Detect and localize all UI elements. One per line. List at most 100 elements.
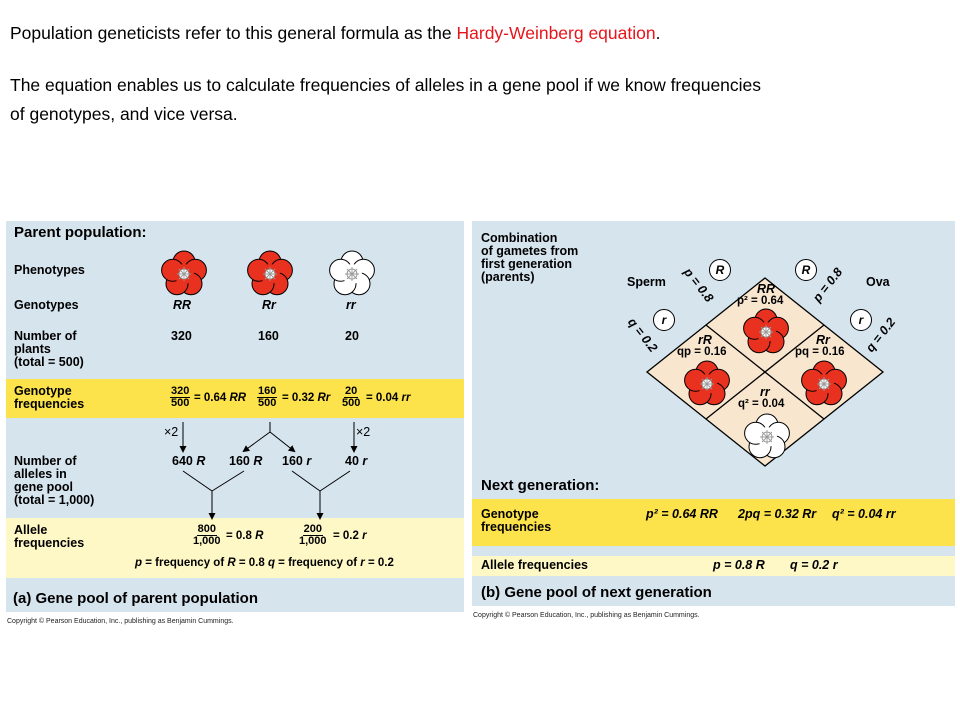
freq-expression: p = 0.8 bbox=[713, 558, 756, 572]
arrow-right-branch bbox=[269, 431, 296, 453]
result-value: = 0.64 bbox=[194, 392, 230, 404]
q-value: = 0.2 bbox=[364, 557, 394, 569]
red-flower-icon bbox=[743, 308, 789, 354]
allele-number: 160 bbox=[229, 454, 254, 468]
next-genotype-frequencies-band bbox=[472, 499, 955, 546]
multiplier-right: ×2 bbox=[356, 425, 371, 439]
result-allele: r bbox=[362, 530, 367, 542]
arrow-converge bbox=[319, 470, 351, 492]
cell-Rr-genotype: Rr bbox=[816, 333, 830, 347]
result-value: = 0.2 bbox=[333, 530, 363, 542]
plants-count-rr-het: 160 bbox=[258, 329, 279, 343]
next-generation-title: Next generation: bbox=[481, 477, 600, 494]
red-flower-icon bbox=[161, 250, 207, 296]
red-flower-icon bbox=[247, 250, 293, 296]
intro-text: Population geneticists refer to this gen… bbox=[10, 23, 457, 43]
result-value: = 0.04 bbox=[366, 392, 402, 404]
allele-symbol: r bbox=[362, 454, 368, 468]
genotypes-label: Genotypes bbox=[14, 298, 79, 312]
copyright-right: Copyright © Pearson Education, Inc., pub… bbox=[473, 612, 700, 619]
genotype-rr-het: Rr bbox=[262, 298, 276, 312]
genotype-frequencies-band bbox=[6, 379, 464, 418]
next-genofreq-label-1: Genotype bbox=[481, 507, 539, 521]
freq-allele: R bbox=[755, 558, 765, 572]
allele-symbol: R bbox=[253, 454, 263, 468]
alleles-label-4: (total = 1,000) bbox=[14, 493, 95, 507]
allele-number: 40 bbox=[345, 454, 363, 468]
allele-count-160R: 160 R bbox=[229, 455, 262, 468]
arrow-converge bbox=[291, 470, 321, 492]
alleles-label-3: gene pool bbox=[14, 480, 74, 494]
alleles-label-2: alleles in bbox=[14, 467, 67, 481]
allele-number: 640 bbox=[172, 454, 197, 468]
intro-line-3: of genotypes, and vice versa. bbox=[10, 104, 238, 124]
pq-definition-line: p = frequency of R = 0.8 q = frequency o… bbox=[135, 557, 394, 570]
allelefreq-result-r: = 0.2 r bbox=[333, 530, 367, 543]
white-flower-icon bbox=[329, 250, 375, 296]
allele-count-40r: 40 r bbox=[345, 455, 367, 468]
cell-rR-freq: qp = 0.16 bbox=[677, 346, 727, 358]
ova-R-circle: R bbox=[795, 259, 817, 281]
genofreq-result-rr: = 0.64 RR bbox=[194, 392, 246, 405]
intro-line-2: The equation enables us to calculate fre… bbox=[10, 75, 762, 95]
fraction-denominator: 500 bbox=[171, 397, 190, 409]
allelefreq-label-2: frequencies bbox=[14, 536, 85, 550]
fraction-numerator: 160 bbox=[257, 385, 278, 398]
plants-count-rr-rec: 20 bbox=[345, 329, 359, 343]
ova-r-circle: r bbox=[850, 309, 872, 331]
panel-a-caption: (a) Gene pool of parent population bbox=[13, 590, 258, 607]
alleles-label-1: Number of bbox=[14, 454, 77, 468]
cell-RR-genotype: RR bbox=[757, 282, 776, 296]
combo-label-1: Combination bbox=[481, 231, 558, 245]
next-allelefreq-r: q = 0.2 r bbox=[790, 559, 838, 572]
phenotypes-label: Phenotypes bbox=[14, 263, 85, 277]
result-allele: R bbox=[255, 530, 264, 542]
result-value: = 0.32 bbox=[282, 392, 318, 404]
fraction-denominator: 500 bbox=[342, 397, 361, 409]
sperm-R-circle: R bbox=[709, 259, 731, 281]
intro-period: . bbox=[655, 23, 661, 43]
cell-rr-freq: q² = 0.04 bbox=[738, 398, 785, 410]
genofreq-label-1: Genotype bbox=[14, 384, 72, 398]
red-flower-icon bbox=[801, 360, 847, 406]
sperm-label: Sperm bbox=[627, 275, 666, 289]
allele-count-640R: 640 R bbox=[172, 455, 205, 468]
freq-genotype: rr bbox=[885, 507, 896, 521]
fraction-denominator: 1,000 bbox=[193, 535, 221, 547]
red-flower-icon bbox=[684, 360, 730, 406]
arrow-converge bbox=[211, 470, 245, 492]
copyright-left: Copyright © Pearson Education, Inc., pub… bbox=[7, 618, 234, 625]
p-symbol: p bbox=[135, 557, 143, 569]
next-genofreq-Rr: 2pq = 0.32 Rr bbox=[738, 508, 816, 521]
result-genotype: rr bbox=[401, 392, 411, 404]
allele-symbol: R bbox=[196, 454, 206, 468]
genofreq-result-rr-rec: = 0.04 rr bbox=[366, 392, 410, 405]
fraction-numerator: 200 bbox=[302, 523, 323, 536]
allele-count-160r: 160 r bbox=[282, 455, 311, 468]
cell-rR-genotype: rR bbox=[698, 333, 712, 347]
allele-frequencies-band bbox=[6, 518, 464, 578]
result-value: = 0.8 bbox=[226, 530, 256, 542]
fraction-denominator: 500 bbox=[258, 397, 277, 409]
genofreq-result-rr-het: = 0.32 Rr bbox=[282, 392, 330, 405]
result-genotype: Rr bbox=[317, 392, 331, 404]
p-text: = frequency of bbox=[142, 557, 228, 569]
cell-RR-freq: p² = 0.64 bbox=[737, 295, 784, 307]
white-flower-icon bbox=[744, 413, 790, 459]
allele-number: 160 bbox=[282, 454, 307, 468]
next-allelefreq-R: p = 0.8 R bbox=[713, 559, 765, 572]
genotype-rr-rec: rr bbox=[346, 298, 356, 312]
panel-b-caption: (b) Gene pool of next generation bbox=[481, 584, 712, 601]
allelefreq-result-R: = 0.8 R bbox=[226, 530, 263, 543]
next-genofreq-rr: q² = 0.04 rr bbox=[832, 508, 896, 521]
q-allele: r bbox=[360, 557, 365, 569]
plants-count-rr: 320 bbox=[171, 329, 192, 343]
genofreq-label-2: frequencies bbox=[14, 397, 85, 411]
plants-label-3: (total = 500) bbox=[14, 355, 84, 369]
freq-genotype: Rr bbox=[802, 507, 817, 521]
allele-arrows-diagram bbox=[179, 422, 358, 520]
next-allelefreq-label: Allele frequencies bbox=[481, 558, 588, 572]
